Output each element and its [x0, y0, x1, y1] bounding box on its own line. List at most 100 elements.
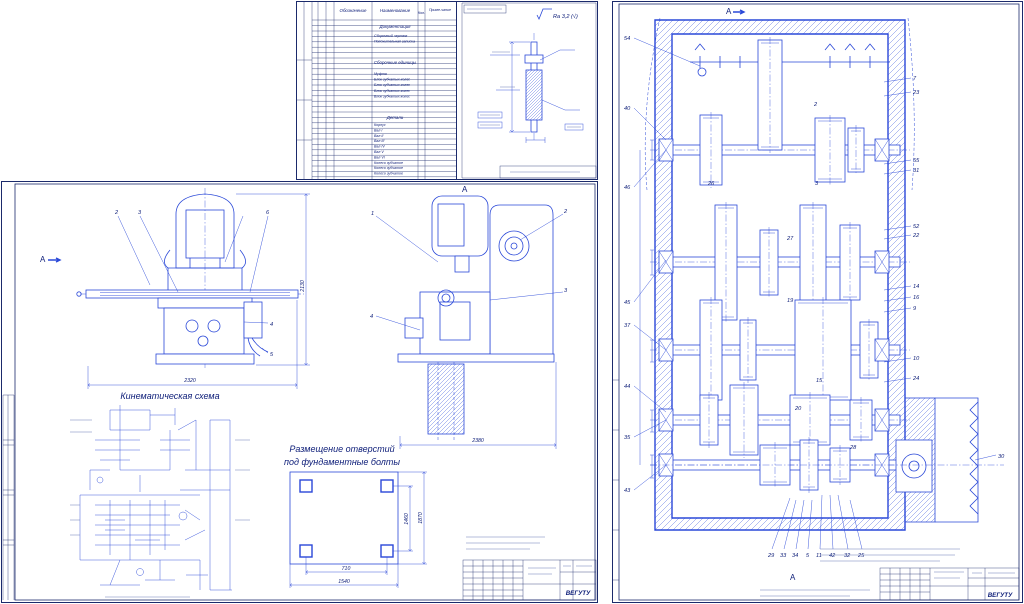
spindle-quill: [454, 255, 470, 273]
side-part-label: 1: [371, 211, 374, 217]
hatch-line: [428, 387, 464, 425]
spec-section-parts: Детали: [386, 115, 404, 120]
part-balloon-right: 31: [913, 168, 919, 174]
kinematic-scheme-linework: [79, 405, 232, 591]
part-balloon-right: 30: [998, 454, 1005, 460]
part-balloon-left: 54: [624, 36, 630, 42]
foundation-inner-height-dim: [393, 485, 413, 552]
spec-header-note: Приме-чание: [429, 8, 451, 12]
kinematic-label-lines: [70, 419, 250, 598]
spec-part-item: Вал III: [374, 139, 384, 143]
hatch-line: [655, 20, 746, 530]
hatch-line: [526, 86, 542, 104]
hatch-line: [526, 70, 542, 86]
hatch-line: [526, 77, 542, 95]
part-balloon-right: 14: [913, 284, 919, 290]
bearing-cross: [658, 250, 674, 274]
front-view-leaders: [117, 215, 269, 354]
spec-part-item: Колесо зубчатое: [374, 172, 403, 176]
gear-lever-icon: [185, 319, 199, 333]
hatch-line: [428, 364, 457, 393]
gear-lever-icon: [207, 319, 221, 333]
hatch-line: [428, 364, 464, 401]
hatch-line: [526, 83, 542, 101]
shift-fork-rod: [690, 43, 890, 68]
roughness-note: Ra 3,2 (√): [553, 13, 578, 20]
spec-part-item: Вал V: [374, 150, 384, 154]
oil-fitting-icon: [697, 67, 707, 77]
spec-assembly-item: Блок зубчатых колес: [374, 89, 410, 93]
part-balloon-inner: 28: [849, 445, 857, 451]
foundation-outer-width: 1540: [338, 579, 350, 585]
side-head-cover: [437, 203, 465, 247]
knee-gearbox-cover: [439, 301, 471, 341]
detail-annotation-lines: [480, 51, 581, 128]
hatch-line: [428, 379, 464, 417]
part-balloon-inner: 15: [816, 378, 823, 384]
label-leader: [633, 464, 667, 491]
foundation-title-line1: Размещение отверстий: [289, 444, 394, 454]
gearbox-gears: [699, 37, 879, 493]
part-balloon-right: 55: [913, 158, 920, 164]
part-balloon-inner: 20: [794, 406, 802, 412]
foundation-plan: Размещение отверстий под фундаментные бо…: [284, 444, 427, 588]
foundation-outer-height: 1870: [418, 512, 424, 524]
spec-doc-item: Пояснительная записка: [374, 40, 415, 44]
gearbox-sheet-border: [618, 3, 1020, 601]
label-leader: [974, 454, 997, 461]
control-levers: [247, 337, 269, 357]
spec-part-item: Корпус: [374, 123, 386, 127]
spec-assembly-item: Муфта: [374, 72, 387, 76]
view-marker-side: А: [462, 185, 468, 194]
side-view-leaders: [375, 213, 564, 331]
hatch-line: [433, 403, 464, 434]
hatch-line: [428, 383, 464, 421]
foundation-title-line2: под фундаментные болты: [284, 457, 400, 467]
label-leader: [633, 149, 667, 188]
spec-part-item: Вал II: [374, 134, 383, 138]
title-block-text-lines: [528, 565, 592, 575]
label-leader: [883, 285, 912, 291]
label-leader: [883, 377, 912, 383]
part-balloon-left: 45: [624, 300, 631, 306]
label-leader: [633, 37, 701, 67]
general-sheet-margin-boxes: [2, 394, 15, 600]
foundation-hatching: [428, 364, 464, 434]
front-part-label: 5: [270, 352, 274, 358]
kinematic-scheme: Кинематическая схема: [70, 391, 250, 598]
hatch-line: [804, 20, 905, 530]
hatch-line: [437, 407, 464, 434]
feed-dial-icon: [197, 335, 209, 347]
foundation-outline: [289, 471, 399, 565]
bearing-cross: [874, 138, 890, 162]
spec-part-item: Вал IV: [374, 145, 385, 149]
main-motor-icon: [498, 230, 530, 262]
head-motor-cover: [185, 209, 225, 259]
label-leader: [633, 107, 667, 141]
spec-part-item: Вал VI: [374, 155, 385, 159]
spec-header-qty: Кол.: [418, 11, 425, 15]
hatch-line: [905, 417, 935, 449]
label-leader: [633, 419, 667, 438]
cross-feed-hub-icon: [441, 293, 451, 303]
spec-header-name: Наименование: [380, 8, 411, 13]
hatch-line: [526, 70, 539, 83]
bottom-label-leaders: [771, 494, 863, 550]
part-balloon-right: 9: [913, 306, 916, 312]
label-leader: [883, 169, 912, 175]
view-marker-bottom: А: [790, 573, 796, 582]
general-sheet-frame: [1, 181, 598, 603]
anchor-bolts: [437, 362, 455, 440]
specification-sheet: Обозначение Наименование Кол. Приме-чани…: [296, 1, 457, 180]
label-leader: [883, 234, 912, 240]
spec-part-item: Колесо зубчатое: [374, 161, 403, 165]
hatch-line: [905, 412, 935, 444]
hatch-line: [526, 101, 542, 119]
table-handwheel-icon: [76, 291, 82, 297]
general-view-sheet: 2 3 6 4 5 А 2320 2130: [1, 181, 598, 603]
hatch-line: [526, 104, 542, 120]
work-table: [85, 289, 299, 299]
machine-front-view: 2 3 6 4 5 А 2320 2130: [40, 188, 310, 389]
knee: [163, 307, 245, 355]
foundation-block: [427, 363, 465, 435]
